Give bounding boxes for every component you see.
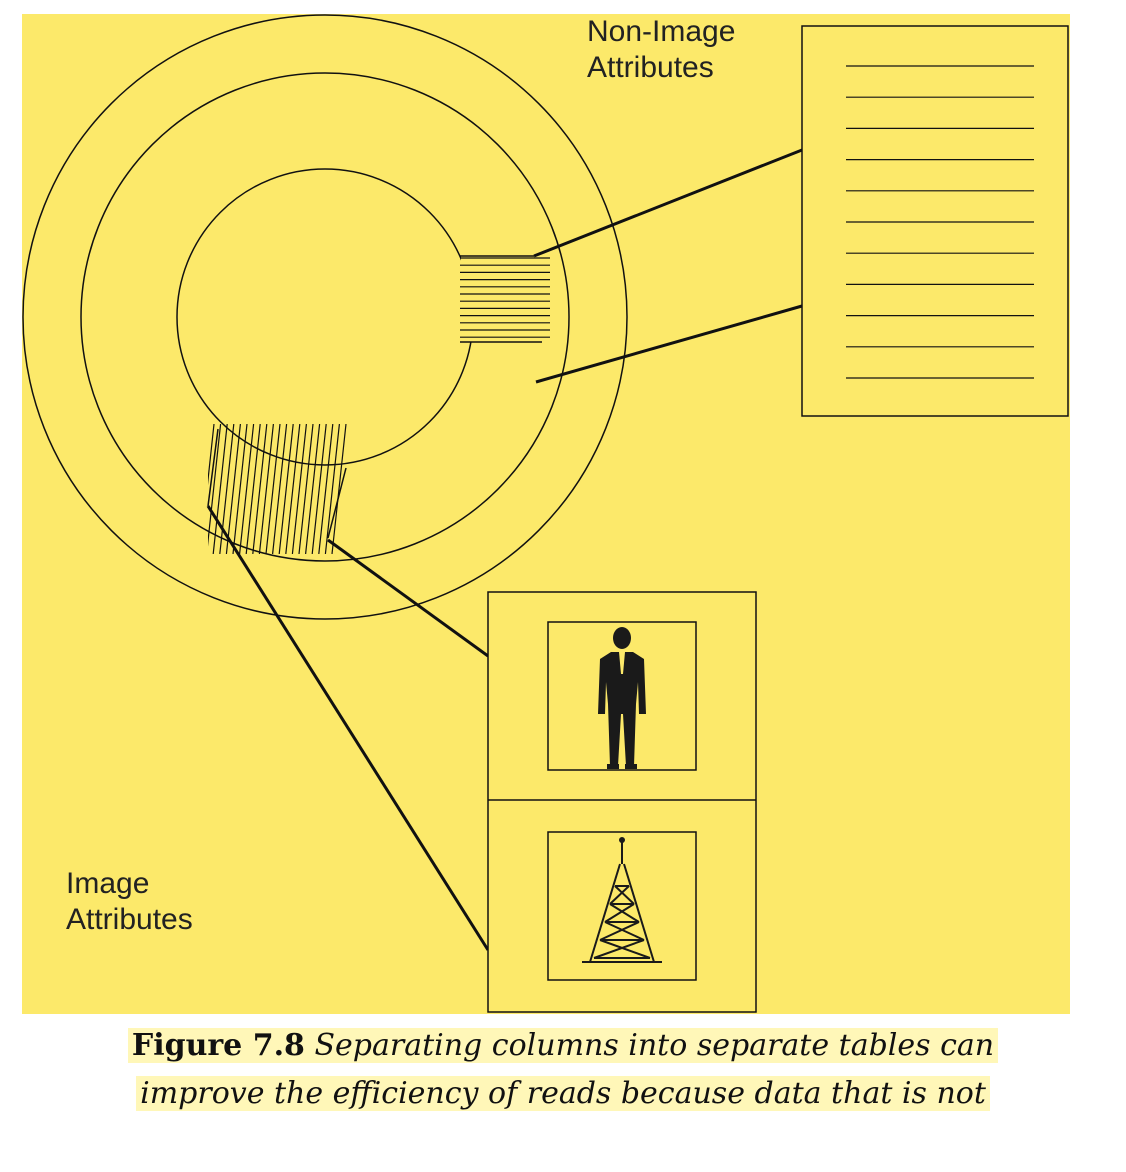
caption-line-1: Figure 7.8 Separating columns into separ… bbox=[127, 1028, 999, 1063]
block-edge bbox=[327, 467, 347, 539]
hatch-line bbox=[272, 424, 288, 554]
connector-line bbox=[327, 538, 489, 658]
hatch-line bbox=[298, 424, 314, 554]
middle-track bbox=[80, 72, 570, 562]
hatch-line bbox=[318, 424, 334, 554]
diagram-canvas bbox=[22, 14, 1069, 1013]
hatch-line bbox=[225, 424, 241, 554]
hatch-line bbox=[239, 424, 255, 554]
hatch-line bbox=[331, 424, 347, 554]
hatch-line bbox=[285, 424, 301, 554]
hatch-line bbox=[212, 424, 228, 554]
diagram: Non-Image Attributes Image Attributes bbox=[22, 14, 1070, 1014]
caption-text: Separating columns into separate tables … bbox=[314, 1028, 995, 1063]
non-image-record bbox=[801, 25, 1069, 417]
caption-text: improve the efficiency of reads because … bbox=[140, 1076, 986, 1111]
figure-caption: Figure 7.8 Separating columns into separ… bbox=[0, 1022, 1126, 1118]
hatch-line bbox=[324, 424, 340, 554]
block-edge bbox=[207, 428, 219, 507]
person-in-suit-icon bbox=[598, 627, 646, 769]
inner-track bbox=[176, 168, 474, 466]
connector-line bbox=[533, 148, 803, 258]
hatch-line bbox=[265, 424, 281, 554]
outer-track bbox=[22, 14, 628, 620]
label-line: Non-Image bbox=[587, 15, 736, 48]
caption-line-2: improve the efficiency of reads because … bbox=[136, 1076, 990, 1111]
non-image-attributes-label: Non-Image Attributes bbox=[587, 14, 735, 86]
label-line: Attributes bbox=[587, 51, 714, 84]
hatch-line bbox=[305, 424, 321, 554]
connector-line bbox=[206, 505, 490, 951]
image-attributes-label: Image Attributes bbox=[66, 866, 193, 938]
label-line: Attributes bbox=[66, 903, 193, 936]
hatch-line bbox=[232, 424, 248, 554]
hatch-line bbox=[219, 424, 235, 554]
connector-line bbox=[535, 304, 803, 384]
hatch-line bbox=[252, 424, 268, 554]
hatch-line bbox=[278, 424, 294, 554]
label-line: Image bbox=[66, 867, 150, 900]
hatch-line bbox=[291, 424, 307, 554]
hatch-line bbox=[208, 424, 215, 486]
hatch-line bbox=[258, 424, 274, 554]
radio-tower-icon bbox=[582, 837, 662, 963]
hatch-line bbox=[208, 424, 222, 547]
non-image-disk-block bbox=[460, 256, 550, 342]
figure-number: Figure 7.8 bbox=[131, 1028, 305, 1063]
hatch-line bbox=[311, 424, 327, 554]
hatch-line bbox=[245, 424, 261, 554]
image-disk-block bbox=[208, 424, 347, 554]
